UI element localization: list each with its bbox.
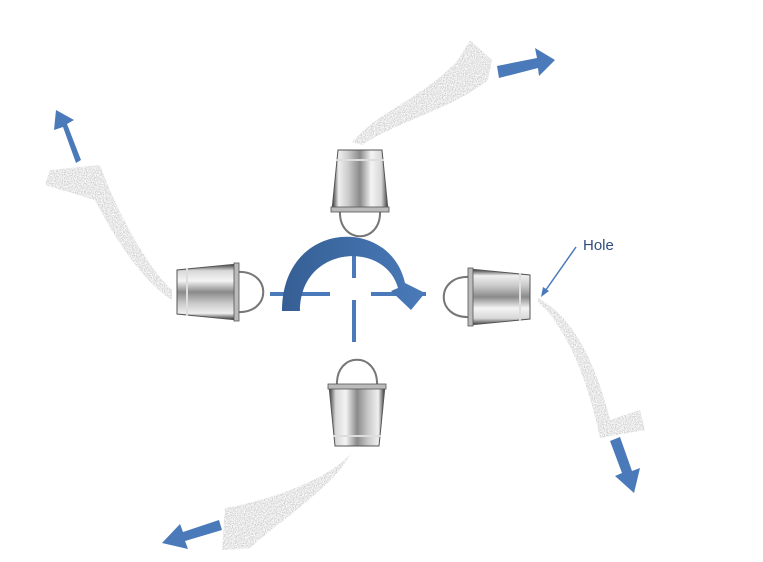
bucket-bottom-upright xyxy=(327,358,387,447)
hole-pointer-arrowhead xyxy=(541,287,549,297)
hole-pointer-line xyxy=(542,246,577,295)
arrow-bottom-left xyxy=(162,520,222,549)
water-stream-top xyxy=(352,40,492,145)
arrow-top-left xyxy=(54,110,81,163)
bucket-left xyxy=(176,262,265,322)
water-stream-bottom xyxy=(222,450,354,550)
arrow-bottom-right xyxy=(610,437,640,493)
bucket-top-inverted xyxy=(330,149,390,238)
arrow-top-right xyxy=(497,48,555,78)
hole-label: Hole xyxy=(583,237,614,254)
water-stream-left xyxy=(45,165,172,300)
water-stream-right xyxy=(538,298,645,438)
rotation-arrow xyxy=(282,236,425,311)
bucket-right xyxy=(442,267,531,327)
